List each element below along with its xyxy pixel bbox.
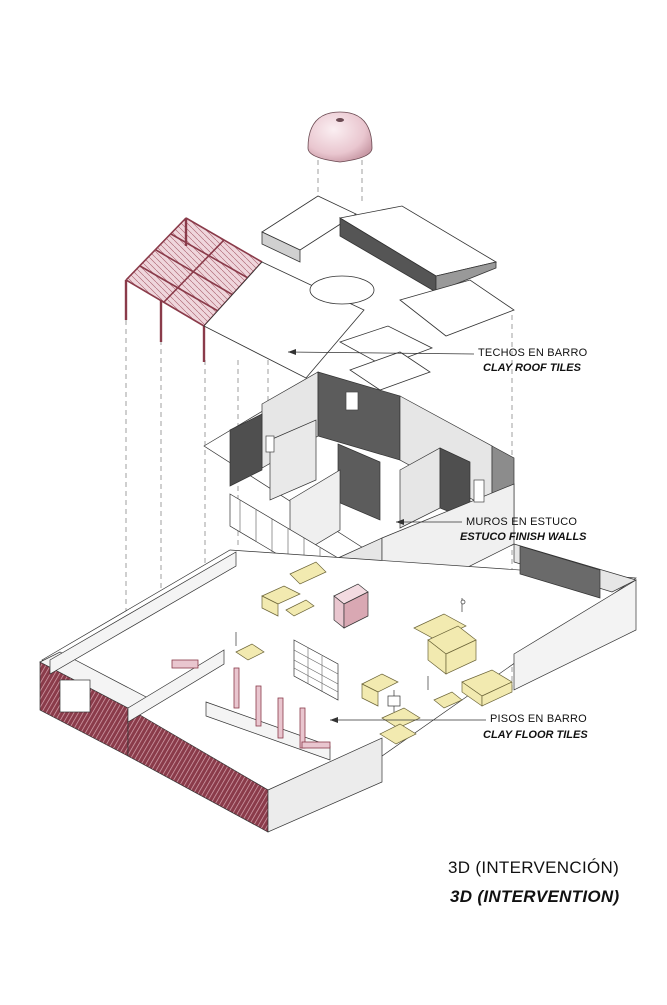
- floors-label-english: CLAY FLOOR TILES: [483, 729, 588, 741]
- walls-label-spanish: MUROS EN ESTUCO: [466, 516, 578, 528]
- callout-leaders: [287, 351, 486, 721]
- walls-layer: [203, 371, 515, 631]
- floors-label-spanish: PISOS EN BARRO: [490, 713, 587, 725]
- walls-label-english: ESTUCO FINISH WALLS: [460, 531, 587, 543]
- drawing-title-english: 3D (INTERVENTION): [450, 887, 620, 906]
- ground-floor-layer: [39, 543, 638, 833]
- bookshelf: [293, 639, 339, 701]
- roof-layer: [124, 195, 515, 391]
- dome-skylight: [307, 111, 373, 163]
- roof-label-spanish: TECHOS EN BARRO: [478, 347, 588, 359]
- drawing-title-spanish: 3D (INTERVENCIÓN): [448, 858, 620, 877]
- roof-label-english: CLAY ROOF TILES: [483, 362, 581, 374]
- leader-arrowheads: [288, 349, 404, 723]
